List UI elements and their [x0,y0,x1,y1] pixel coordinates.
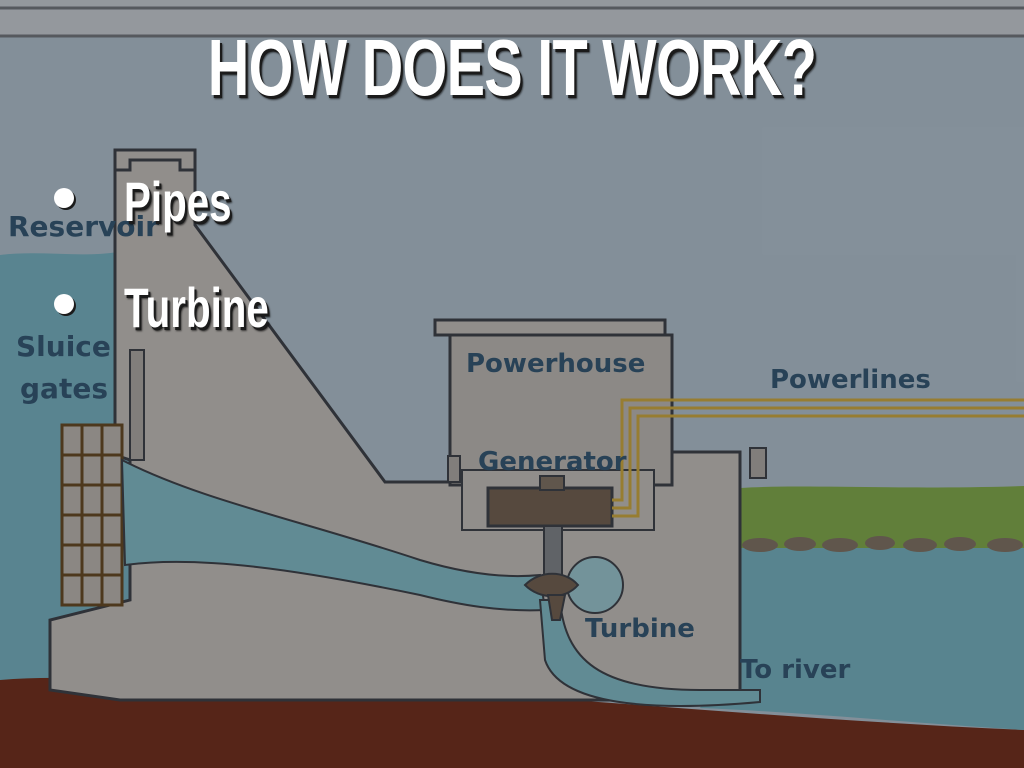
label-powerlines: Powerlines [770,365,931,395]
generator [486,486,614,528]
bullet-text-pipes: Pipes [124,170,232,233]
label-generator: Generator [478,447,627,477]
powerlines [612,398,1024,518]
river-bank-grass [740,486,1024,548]
turbine-shaft [543,525,563,582]
sluice-gate-grid [60,423,124,607]
outlet-channel [538,599,761,707]
generator-top [539,475,565,491]
bullet-dot-icon [54,188,74,208]
label-reservoir: Reservoir [8,210,159,243]
label-to-river: To river [740,655,851,685]
top-border [0,0,1024,36]
bullet-text-turbine: Turbine [124,276,269,339]
label-sluice: Sluice [16,330,111,363]
label-turbine: Turbine [585,614,695,644]
turbine [523,556,624,621]
bullet-dot-icon [54,294,74,314]
river-bank-stones [742,536,1023,552]
label-gates: gates [20,372,108,405]
label-powerhouse: Powerhouse [466,349,645,379]
slide-title: HOW DOES IT WORK? [207,23,817,112]
sluice-slot [129,349,145,461]
river-water [700,548,1024,730]
